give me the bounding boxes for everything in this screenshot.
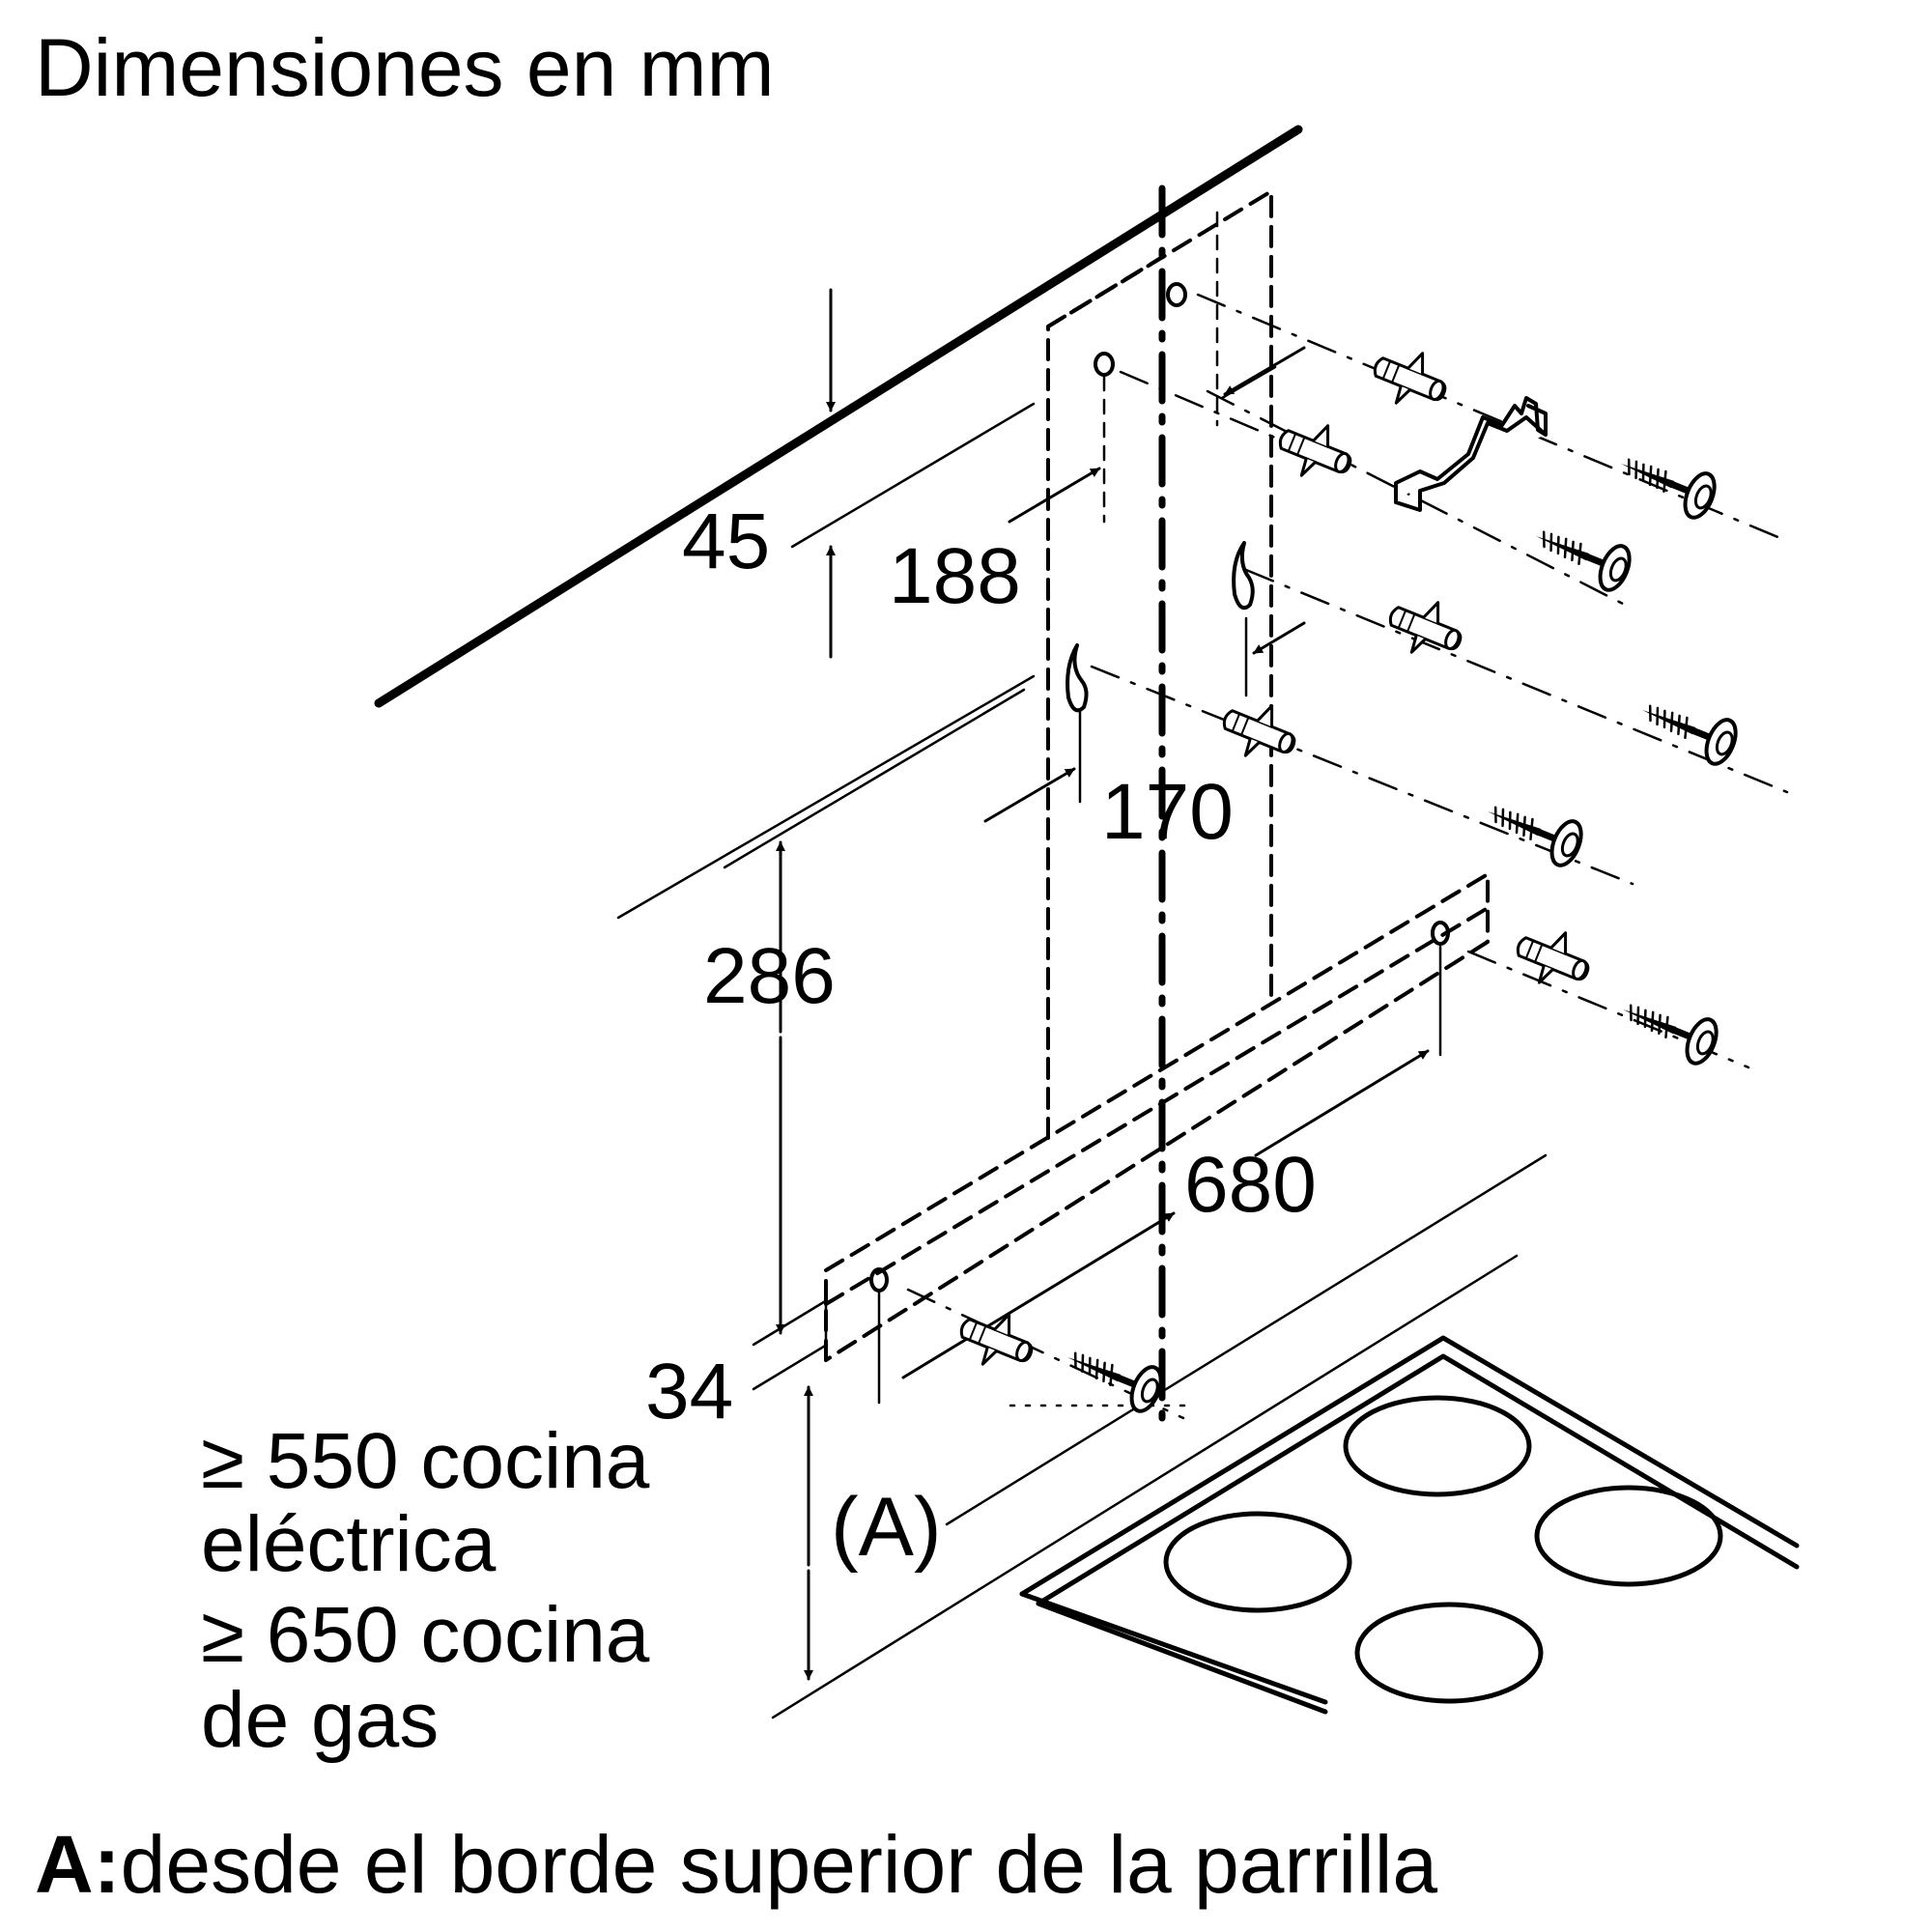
screw-6: [1059, 1336, 1167, 1415]
dimension-45-label: 45: [682, 497, 771, 585]
wall-plug-6: [951, 1298, 1043, 1381]
wall-plug-5: [1507, 917, 1600, 1000]
ref-line-mid: [616, 674, 1036, 920]
dim-188-arrow-right: [1223, 346, 1306, 396]
footnote-text: desde el borde superior de la parrilla: [120, 1819, 1438, 1910]
clearance-gas-label: de gas: [201, 1676, 440, 1764]
upper-hole-left: [1094, 352, 1115, 377]
lower-bracket-outline: [824, 872, 1490, 1362]
lower-hole-right: [1431, 921, 1450, 946]
screw-5: [1614, 988, 1722, 1067]
dimension-286-label: 286: [703, 932, 836, 1020]
dimension-170-label: 170: [1101, 768, 1234, 856]
cooktop: [1019, 1335, 1800, 1715]
burner-front-left: [1163, 1511, 1352, 1613]
screw-3: [1634, 689, 1742, 768]
footnote-key: A:: [35, 1819, 121, 1910]
upper-bracket-top-left: [1046, 257, 1161, 328]
dimension-188-label: 188: [889, 532, 1021, 620]
wall-plug-2: [1269, 410, 1362, 493]
ref-line-upper: [723, 688, 1026, 869]
dim-170-arrow-right: [1252, 621, 1306, 655]
wall-plug-4: [1213, 690, 1306, 773]
dim-188-arrow-left: [1008, 467, 1101, 524]
hob-ref-line-1: [771, 1254, 1519, 1719]
clearance-electric-label: eléctrica: [201, 1500, 497, 1588]
keyhole-left: [1065, 643, 1089, 713]
dimension-680-label: 680: [1184, 1141, 1317, 1229]
wall-plug-3: [1379, 586, 1472, 669]
hob-ref-line-2: [945, 1153, 1548, 1526]
clearance-electric-value: ≥ 550 cocina: [201, 1417, 650, 1505]
page-title: Dimensiones en mm: [35, 22, 775, 113]
footnote: A:desde el borde superior de la parrilla: [35, 1824, 1437, 1905]
dimension-a-label: (A): [831, 1481, 942, 1574]
dimension-34-label: 34: [645, 1348, 734, 1435]
dim-680-arrow-right: [1254, 1049, 1430, 1157]
dim-188-leader-right: [1220, 365, 1277, 400]
wall-plug-1: [1364, 337, 1457, 420]
screw-1: [1612, 442, 1720, 522]
dim-170-arrow-left: [983, 767, 1076, 823]
dim-34-ref-top: [752, 1298, 829, 1347]
burner-front-right: [1354, 1602, 1544, 1704]
ceiling-line: [374, 125, 1303, 708]
dim-45-extension: [790, 402, 1036, 549]
lower-bracket-inner: [824, 906, 1490, 1306]
dim-680-line: [901, 1211, 1176, 1379]
lower-hole-left: [869, 1267, 889, 1293]
clearance-gas-value: ≥ 650 cocina: [201, 1591, 650, 1679]
burner-back-right: [1534, 1485, 1723, 1587]
hanger-bracket: [1394, 396, 1548, 512]
dim-34-ref-bottom: [752, 1343, 829, 1391]
keyhole-right: [1232, 541, 1255, 611]
burner-back-left: [1343, 1395, 1532, 1497]
upper-hole-right: [1166, 282, 1187, 307]
